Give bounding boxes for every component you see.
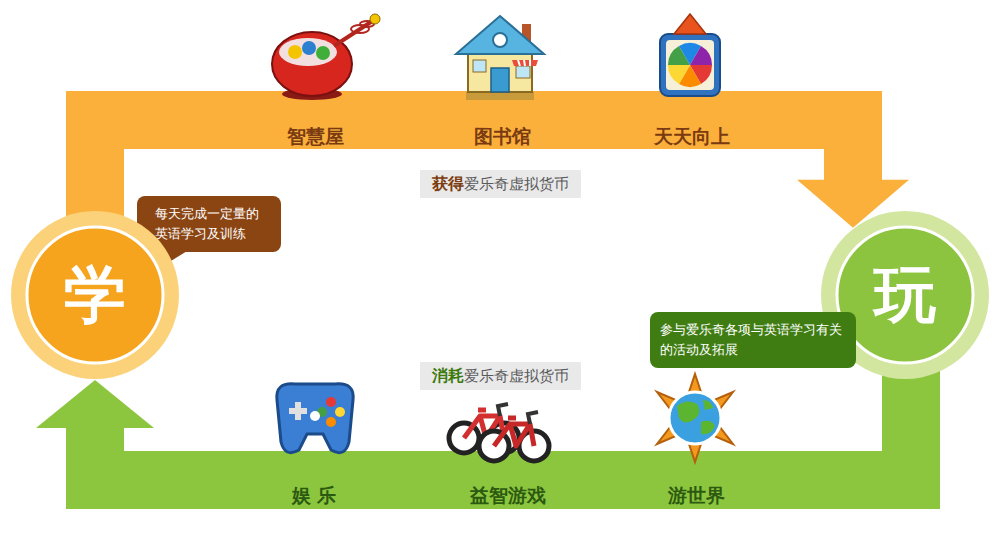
library-icon-part	[512, 60, 538, 66]
gamepad-icon-part	[310, 411, 320, 421]
gamepad-icon-part	[326, 417, 336, 427]
library-icon-part	[456, 16, 544, 54]
globe-icon-part	[657, 374, 733, 462]
bicycle-icon-part	[479, 412, 549, 461]
progress-icon-part	[666, 40, 714, 90]
gamepad-icon-part	[277, 384, 353, 453]
currency-text: 爱乐奇虚拟货币	[464, 367, 569, 385]
library-icon-part	[518, 60, 530, 66]
bicycle-icon	[449, 404, 549, 461]
library-icon-part	[466, 92, 534, 100]
progress-icon-part	[674, 14, 706, 34]
library-icon-part	[516, 66, 530, 78]
flow-arrowhead	[36, 380, 154, 428]
currency-box: 获得爱乐奇虚拟货币	[420, 170, 581, 198]
currency-box: 消耗爱乐奇虚拟货币	[420, 362, 581, 390]
learn-circle: 学	[10, 210, 180, 380]
library-icon-part	[491, 68, 509, 92]
globe-icon-part	[703, 400, 713, 410]
globe-icon-part	[669, 392, 721, 444]
bicycle-icon-part-part	[498, 404, 508, 416]
currency-verb: 获得	[432, 174, 464, 193]
circle-label: 玩	[874, 264, 936, 326]
gamepad-icon-part	[326, 397, 336, 407]
ball-icon-part	[370, 14, 380, 24]
icon-label: 天天向上	[654, 124, 730, 148]
gamepad-icon-part	[295, 402, 301, 420]
icon-label: 娱 乐	[292, 483, 337, 507]
currency-text: 爱乐奇虚拟货币	[464, 175, 569, 193]
library-icon-part	[473, 60, 486, 72]
globe-icon-part	[677, 401, 699, 422]
library-icon-part	[493, 33, 507, 47]
callout-text: 参与爱乐奇各项与英语学习有关的活动及拓展	[660, 320, 846, 360]
ball-icon-part	[334, 20, 374, 46]
progress-icon-part	[690, 46, 712, 65]
globe-icon-part	[701, 421, 715, 435]
callout-text: 每天完成一定量的英语学习及训练	[155, 204, 263, 244]
ball-icon-part	[279, 38, 337, 66]
ball-icon-part	[302, 41, 316, 55]
icon-label: 图书馆	[474, 124, 531, 148]
library-icon	[456, 16, 544, 100]
ball-icon-part	[288, 45, 302, 59]
icon-label: 游世界	[668, 483, 725, 507]
gamepad-icon	[277, 384, 353, 453]
progress-icon-part	[668, 65, 690, 84]
library-icon-part	[468, 50, 532, 92]
currency-verb: 消耗	[432, 366, 464, 385]
circle-core	[27, 227, 163, 363]
progress-icon-part	[660, 34, 720, 96]
bicycle-icon-part-part	[528, 412, 538, 424]
gamepad-icon-part	[335, 407, 345, 417]
progress-icon	[660, 14, 720, 96]
circle-core	[837, 227, 973, 363]
globe-icon	[657, 374, 733, 462]
ball-icon	[272, 14, 380, 100]
circle-ring	[11, 211, 179, 379]
icon-label: 益智游戏	[470, 483, 546, 507]
ball-icon-part	[316, 46, 330, 60]
callout-bubble: 参与爱乐奇各项与英语学习有关的活动及拓展	[650, 312, 856, 368]
circle-label: 学	[64, 264, 126, 326]
icon-label: 智慧屋	[287, 124, 344, 148]
